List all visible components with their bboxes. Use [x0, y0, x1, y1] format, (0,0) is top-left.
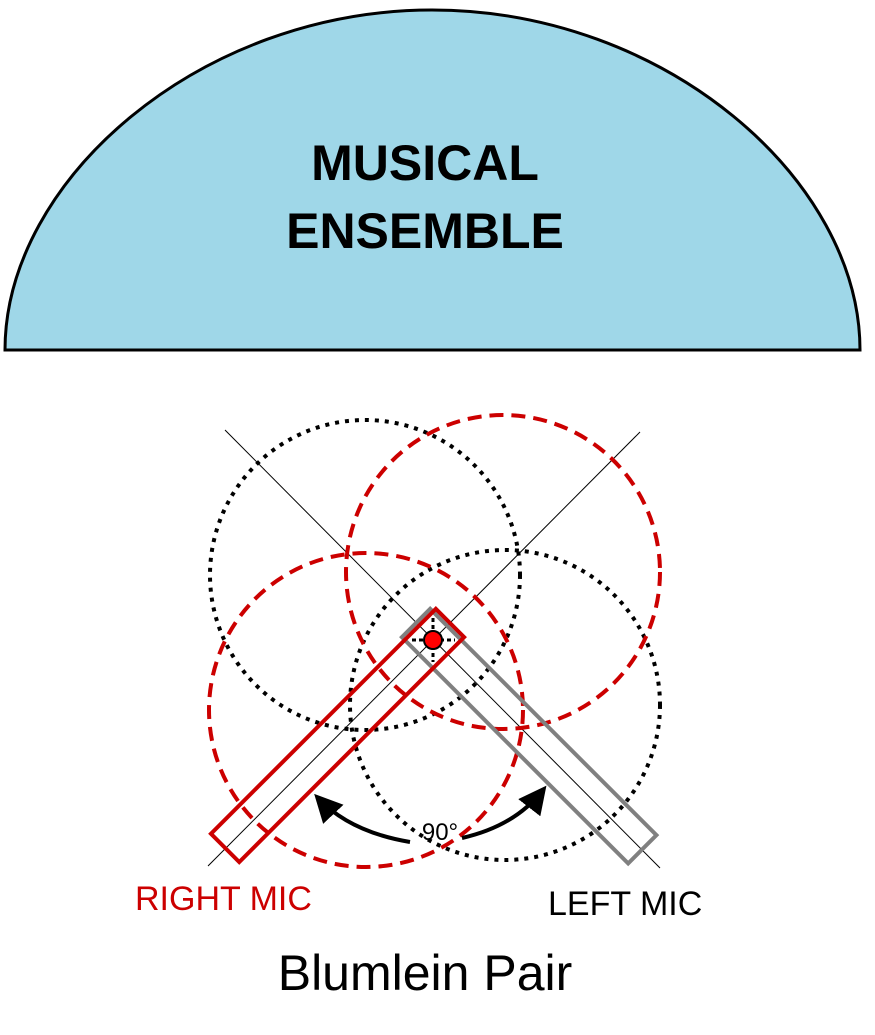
left-mic-lobe-rear [348, 548, 662, 862]
right-mic-label: RIGHT MIC [135, 880, 312, 918]
angle-arrow-right [461, 785, 547, 840]
axis-line-right [224, 429, 661, 869]
left-mic-label: LEFT MIC [548, 885, 702, 923]
ensemble-label-line2: ENSEMBLE [286, 203, 564, 259]
angle-arrow-left [314, 793, 411, 844]
right-mic-lobe-rear [207, 551, 525, 869]
center-capsule-dot [423, 630, 443, 650]
ensemble-label-line1: MUSICAL [311, 135, 539, 191]
ensemble-dome [3, 8, 862, 352]
right-mic-lobe-front [344, 413, 662, 731]
diagram-title: Blumlein Pair [278, 945, 573, 1001]
angle-label: 90° [422, 819, 458, 846]
right-mic-body [208, 606, 467, 865]
left-mic-lobe-front [208, 418, 522, 732]
left-mic-body [399, 606, 660, 867]
axis-line-left [207, 431, 641, 867]
